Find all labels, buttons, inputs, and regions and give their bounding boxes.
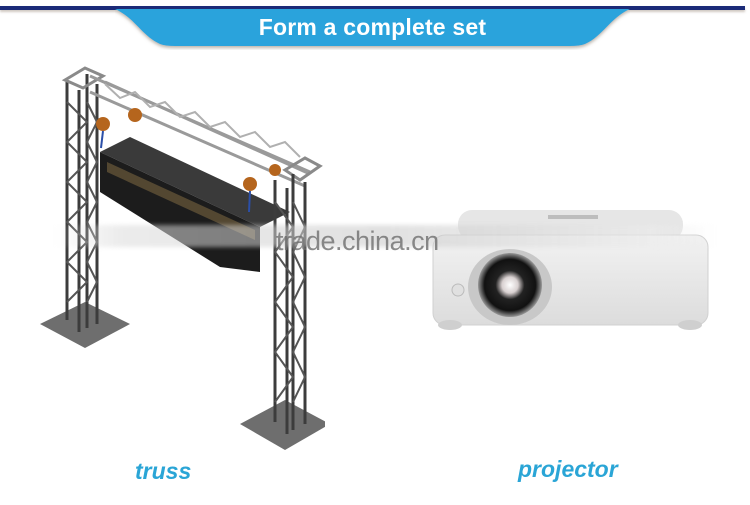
- banner-title: Form a complete set: [258, 14, 487, 40]
- caption-truss: truss: [135, 458, 192, 484]
- truss-structure-illustration: [40, 66, 325, 450]
- watermark-band: [55, 225, 715, 247]
- banner-shape: [115, 9, 630, 46]
- header-divider-line: [0, 6, 745, 10]
- caption-projector: projector: [518, 456, 618, 482]
- watermark-text: trade.china.cn: [276, 226, 439, 256]
- section-banner: Form a complete set: [115, 8, 630, 48]
